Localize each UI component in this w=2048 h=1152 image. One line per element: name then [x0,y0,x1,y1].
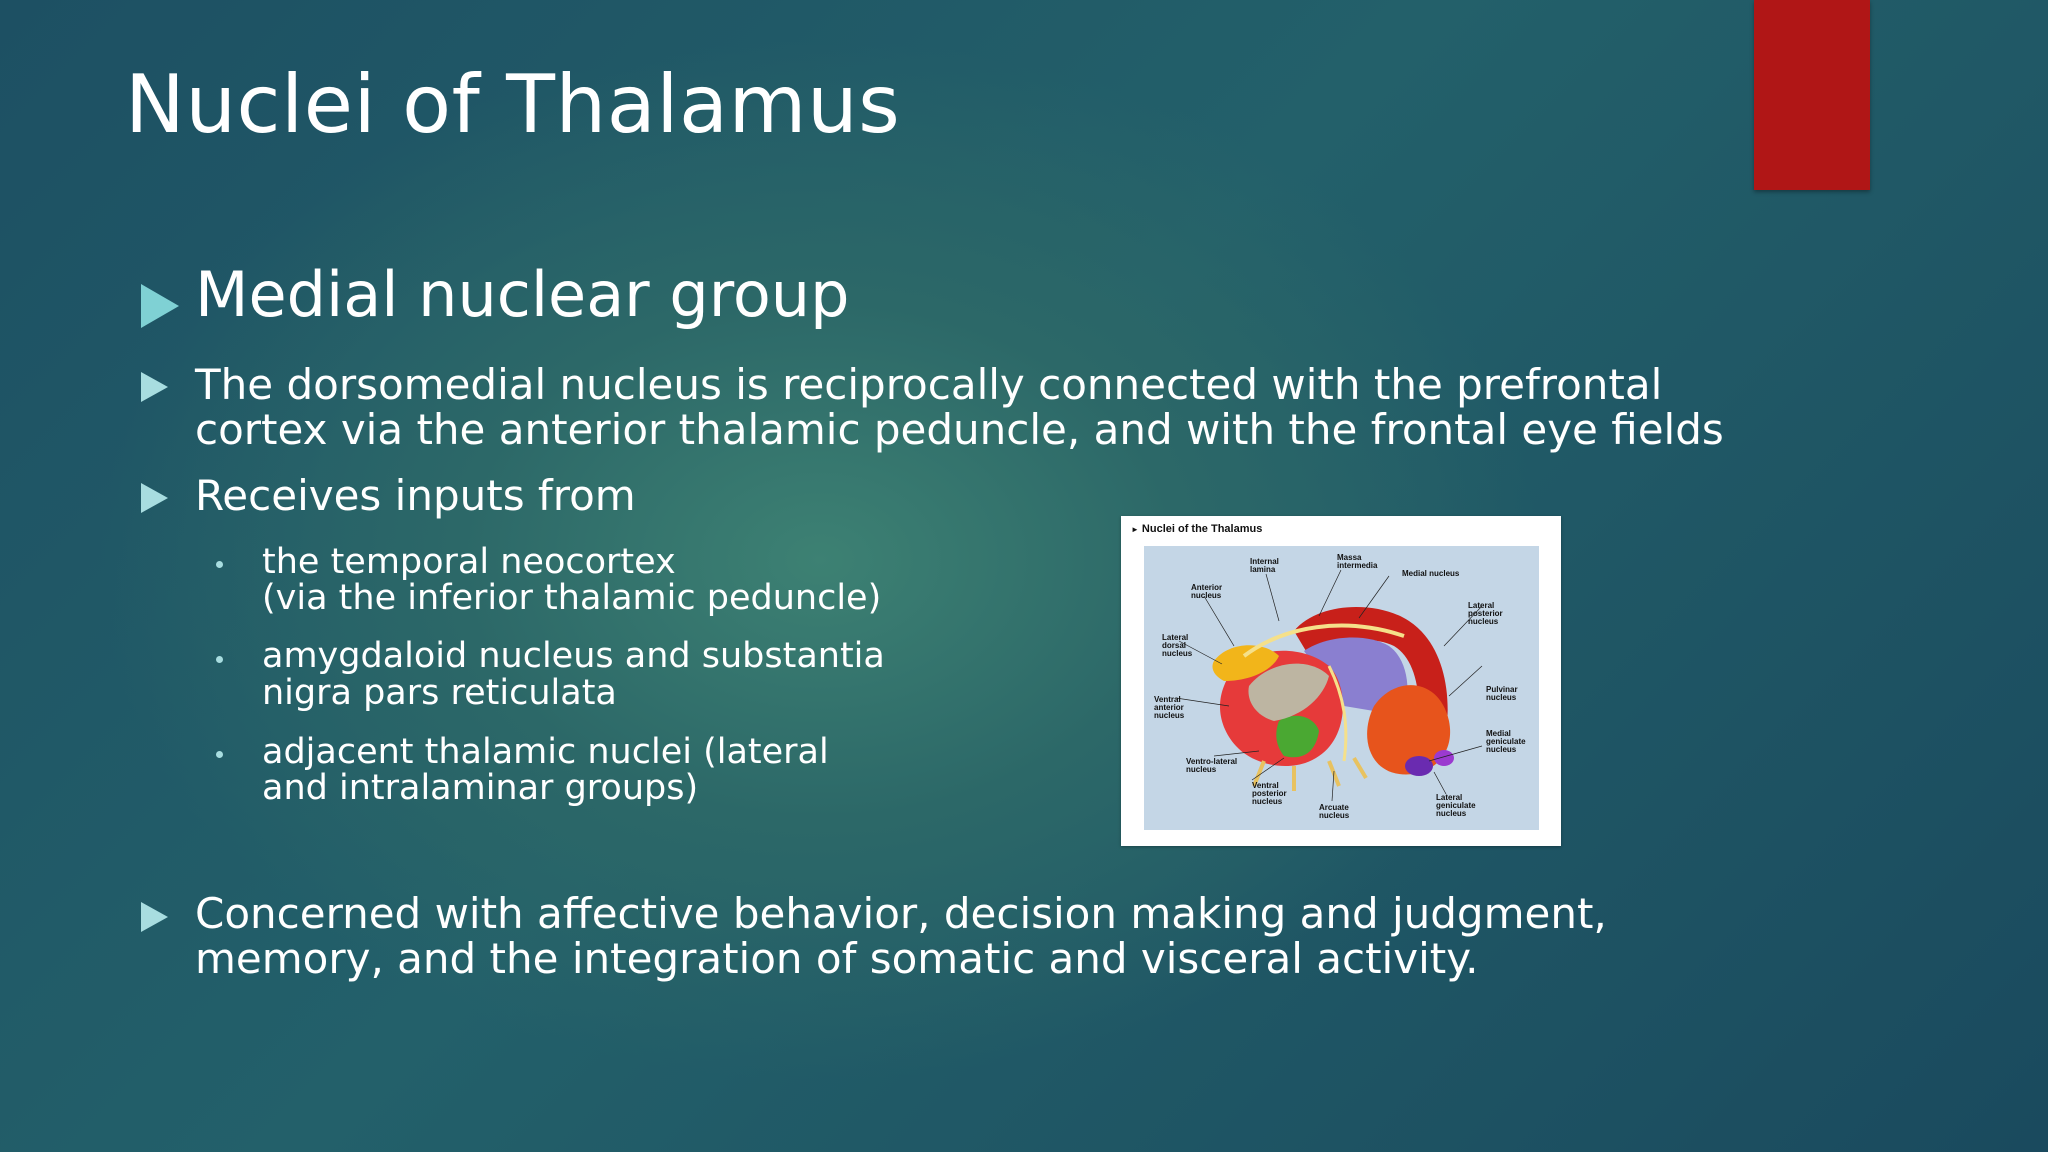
label-arcuate: Arcuate nucleus [1319,803,1350,820]
thalamus-diagram: Internal lamina Massa intermedia Medial … [1144,546,1539,830]
internal-lamina-line [1242,623,1405,658]
sub-bullet-line: adjacent thalamic nuclei (lateral [262,732,829,772]
bullet-text-line: The dorsomedial nucleus is reciprocally … [195,360,1663,409]
lateral-geniculate-shape [1434,750,1454,766]
bullet-text-line: memory, and the integration of somatic a… [195,934,1479,983]
label-massa-intermedia: Massa intermedia [1337,553,1378,570]
triangle-bullet-icon [141,483,168,513]
sub-bullet-line: the temporal neocortex [262,542,676,582]
triangle-bullet-icon [141,372,168,402]
medial-geniculate-shape [1405,756,1433,776]
label-ventral-anterior: Ventral anterior nucleus [1154,695,1185,720]
figure-caption: ►Nuclei of the Thalamus [1131,523,1262,535]
thalamus-illustration [1175,569,1483,802]
label-pulvinar: Pulvinar nucleus [1486,685,1518,702]
cut-surface-shape [1248,663,1329,721]
thalamus-figure: ►Nuclei of the Thalamus [1121,516,1561,846]
label-anterior-nucleus: Anterior nucleus [1191,583,1223,600]
triangle-bullet-icon [141,902,168,932]
label-ventral-posterior: Ventral posterior nucleus [1252,781,1287,806]
label-medial-geniculate: Medial geniculate nucleus [1486,729,1526,754]
bullet-text-line: Receives inputs from [195,471,636,520]
label-internal-lamina: Internal lamina [1250,557,1279,574]
figure-caption-text: Nuclei of the Thalamus [1141,523,1263,535]
bullet-text-line: Concerned with affective behavior, decis… [195,889,1607,938]
section-heading: Medial nuclear group [195,258,850,331]
dot-bullet-icon [216,561,223,568]
internal-region-shape [1304,637,1408,716]
dot-bullet-icon [216,656,223,663]
anterior-nucleus-shape [1212,645,1279,681]
label-ventro-lateral: Ventro-lateral nucleus [1186,757,1238,774]
label-lateral-posterior: Lateral posterior nucleus [1468,601,1503,626]
sub-bullet-line: and intralaminar groups) [262,768,699,808]
sub-bullet-line: (via the inferior thalamic peduncle) [262,578,882,618]
slide-title: Nuclei of Thalamus [125,58,901,151]
pulvinar-shape [1367,685,1451,775]
ventral-posterior-shape [1276,715,1319,758]
stem-lines [1252,756,1368,791]
label-lateral-dorsal: Lateral dorsal nucleus [1162,633,1193,658]
triangle-small-icon: ► [1131,525,1139,534]
label-medial-nucleus: Medial nucleus [1402,569,1460,578]
accent-bar [1754,0,1870,190]
sub-bullet-line: nigra pars reticulata [262,673,617,713]
triangle-bullet-icon [141,284,179,328]
dot-bullet-icon [216,751,223,758]
leader-lines [1175,569,1483,802]
sub-bullet-line: amygdaloid nucleus and substantia [262,636,885,676]
label-lateral-geniculate: Lateral geniculate nucleus [1436,793,1476,818]
lamina-line [1327,665,1348,762]
bullet-text-line: cortex via the anterior thalamic peduncl… [195,405,1724,454]
